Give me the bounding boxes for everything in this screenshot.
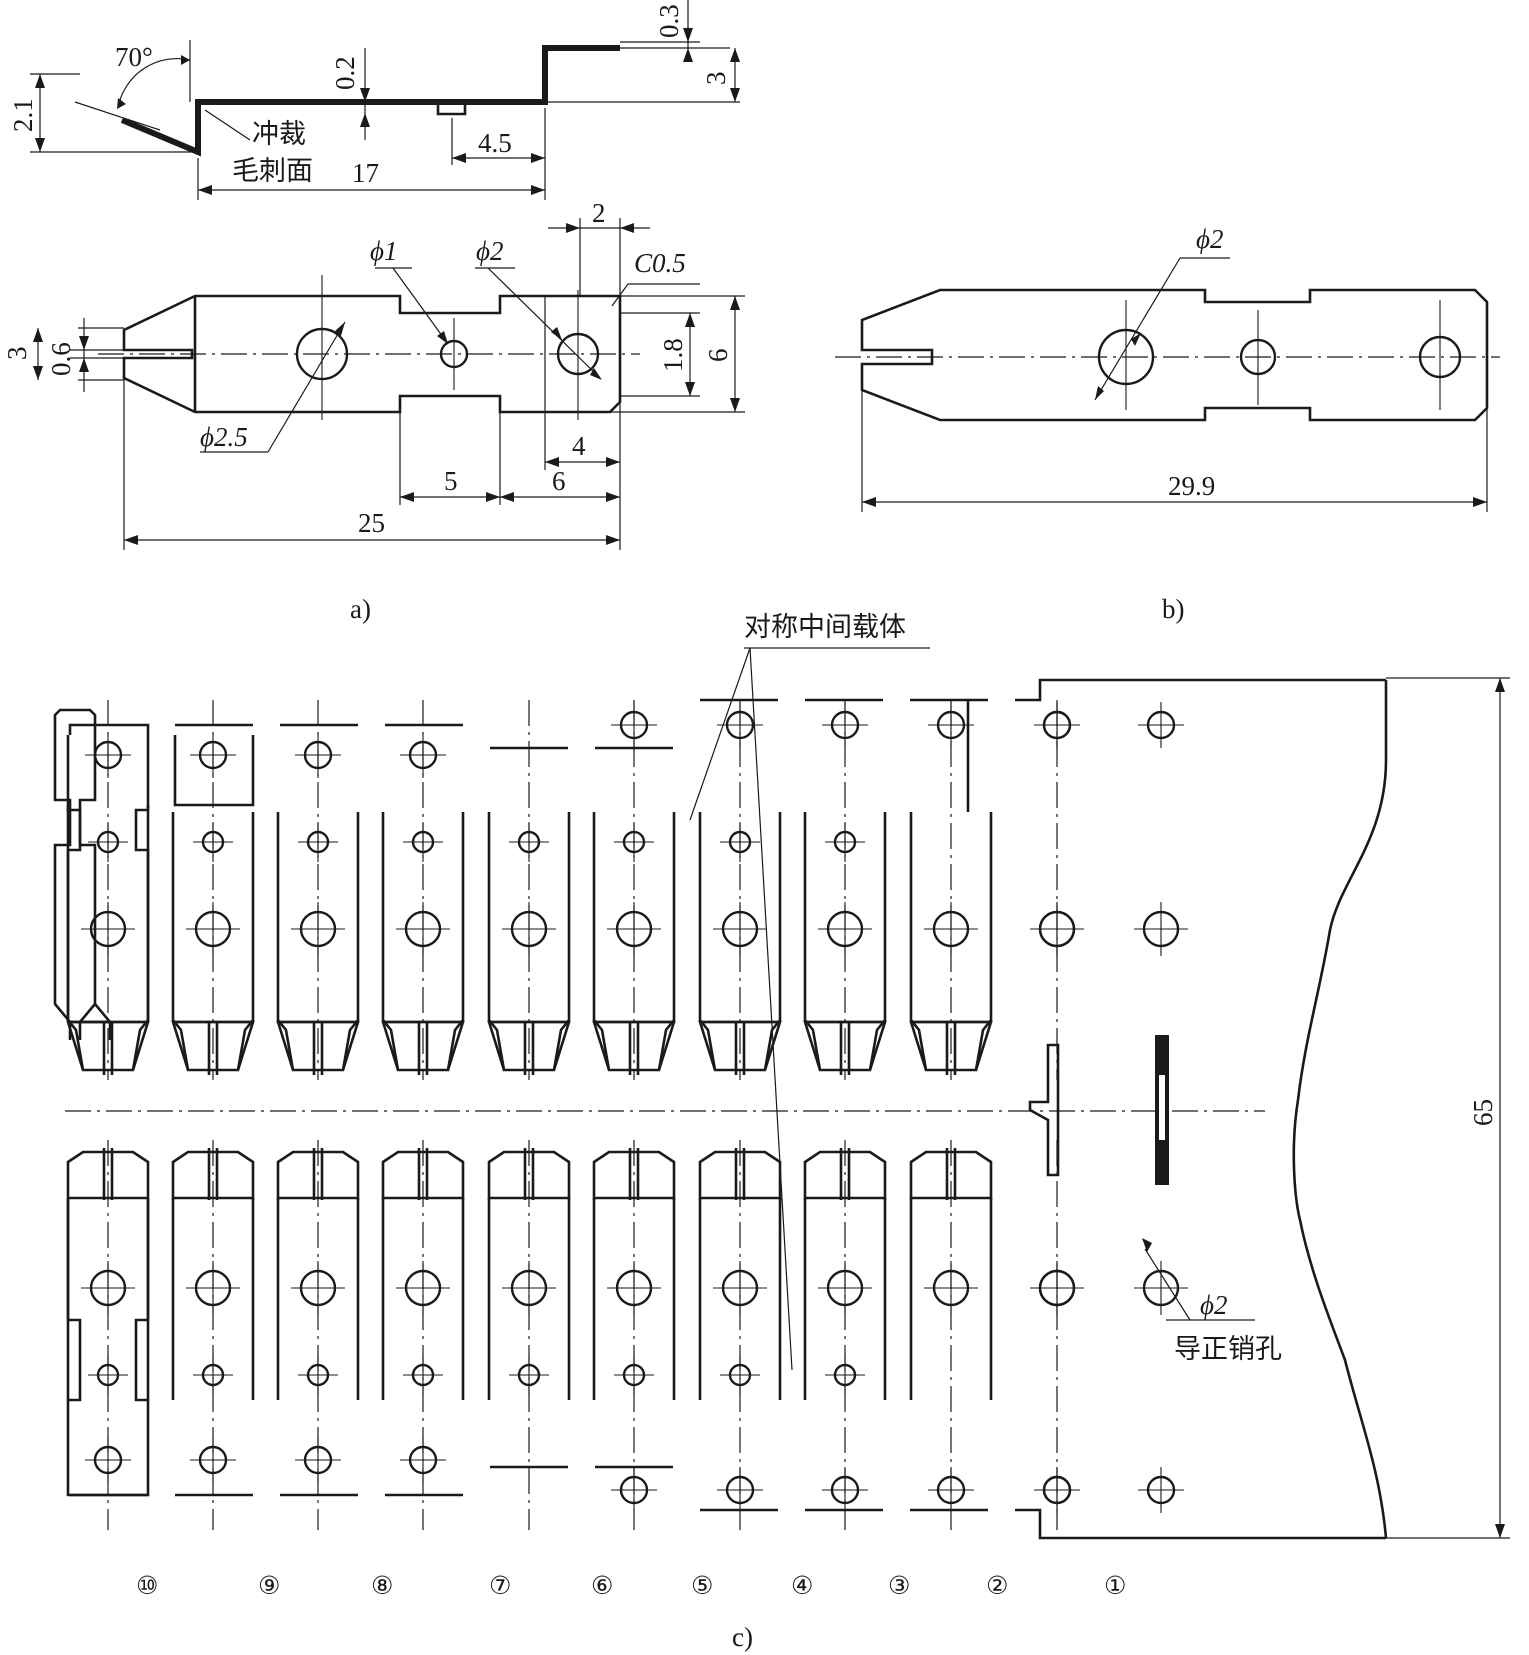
station-number: ② [986, 1571, 1008, 1600]
part-outline-a [122, 294, 622, 414]
carrier-label: 对称中间载体 [744, 612, 906, 643]
break-line [1292, 680, 1388, 1539]
part-outline-b [860, 288, 1489, 422]
figure-b-label: b) [1162, 594, 1185, 624]
station-number: ③ [888, 1571, 910, 1600]
angle-arc [117, 57, 191, 109]
pilot-hole-callout: ϕ2 导正销孔 [1142, 1238, 1282, 1365]
pilot-hole-label: 导正销孔 [1174, 1334, 1282, 1365]
width-dimension: 65 [1386, 677, 1510, 1539]
station-number: ⑦ [489, 1571, 511, 1600]
chamfer-label: C0.5 [634, 248, 686, 278]
figure-c-label: c) [732, 1622, 753, 1652]
strip-layout [65, 678, 1388, 1540]
station-number: ⑥ [591, 1571, 613, 1600]
dim-6: 6 [552, 466, 566, 496]
station-numbers: ⑩ ⑨ ⑧ ⑦ ⑥ ⑤ ④ ③ ② ① [136, 1571, 1126, 1600]
punch-label: 冲裁 [252, 119, 306, 150]
dim-1-8: 1.8 [658, 338, 688, 372]
station-number: ④ [791, 1571, 813, 1600]
dim-2-1: 2.1 [8, 98, 38, 132]
dim-65: 65 [1468, 1099, 1498, 1126]
dim-29-9: 29.9 [1168, 471, 1215, 501]
phi2-label-b: ϕ2 [1196, 224, 1223, 254]
dim-0-3: 0.3 [654, 4, 684, 38]
dim-3-left: 3 [2, 347, 32, 361]
dim-4: 4 [572, 431, 586, 461]
station-number: ⑩ [136, 1571, 158, 1600]
burr-label: 毛刺面 [232, 156, 313, 187]
dim-17: 17 [352, 158, 379, 188]
pilot-phi-label: ϕ2 [1200, 1290, 1227, 1320]
dim-0-2: 0.2 [330, 56, 360, 90]
angle-label: 70° [115, 42, 153, 72]
dim-6-right: 6 [703, 349, 733, 363]
dim-5: 5 [444, 466, 458, 496]
strip-top-outline [53, 708, 112, 1040]
station-number: ⑨ [258, 1571, 280, 1600]
phi2-label-a: ϕ2 [476, 236, 503, 266]
figure-a-plan-view: 3 0.6 2 4 C0.5 1.8 6 [2, 198, 745, 550]
figure-a-label: a) [350, 594, 371, 624]
dim-25: 25 [358, 508, 385, 538]
figure-a-side-view: 70° 2.1 0.2 0.3 3 4.5 17 冲裁 [8, 0, 740, 200]
dim-2: 2 [592, 198, 606, 228]
dim-3-top: 3 [701, 72, 731, 86]
dim-0-6: 0.6 [46, 342, 76, 376]
station-number: ⑤ [691, 1571, 713, 1600]
phi2-5-label: ϕ2.5 [200, 422, 248, 452]
station-number: ① [1104, 1571, 1126, 1600]
station-number: ⑧ [371, 1571, 393, 1600]
phi1-label: ϕ1 [370, 236, 397, 266]
dim-4-5: 4.5 [478, 128, 512, 158]
figure-b: ϕ2 29.9 [835, 224, 1500, 512]
